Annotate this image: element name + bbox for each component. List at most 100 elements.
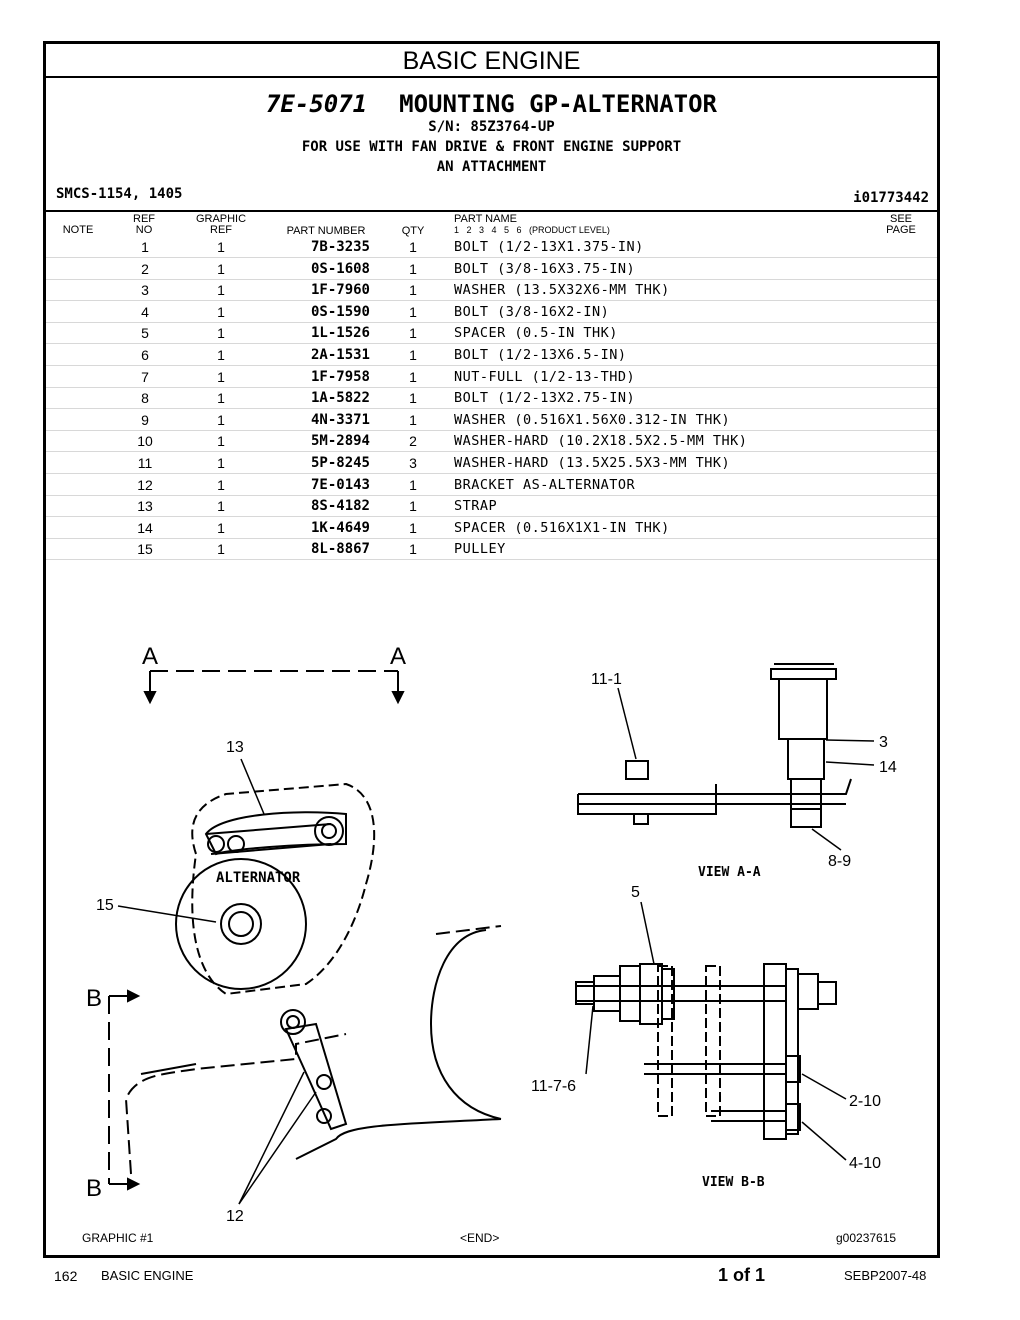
part-number: 8S-4182: [310, 498, 370, 515]
page-of: 1 of 1: [718, 1265, 766, 1285]
col-ref-2: NO: [135, 224, 153, 236]
quantity: 1: [409, 498, 417, 515]
part-name: STRAP: [454, 498, 498, 515]
view-b-b-label: VIEW B-B: [702, 1175, 765, 1190]
callout-4-10: 4-10: [849, 1155, 881, 1172]
ref-no: 14: [137, 519, 153, 536]
page-number: 162: [54, 1268, 78, 1284]
callout-13: 13: [226, 739, 244, 756]
graphic-ref: 1: [217, 325, 225, 342]
graphic-ref: 1: [217, 347, 225, 363]
quantity: 1: [409, 476, 417, 493]
section-a-label-right: A: [390, 643, 406, 670]
section-a-label-left: A: [142, 643, 158, 670]
serial-range: S/N: 85Z3764-UP: [428, 119, 555, 135]
callout-15: 15: [96, 897, 114, 914]
quantity: 1: [409, 390, 417, 407]
quantity: 1: [409, 325, 417, 342]
part-number: 0S-1608: [310, 260, 370, 277]
part-name: NUT-FULL (1/2-13-THD): [454, 368, 636, 385]
parts-illustration: A A B B: [86, 643, 897, 1225]
callout-3: 3: [879, 734, 888, 751]
col-qty: QTY: [401, 225, 425, 237]
part-number: 1F-7958: [310, 368, 370, 385]
graphic-ref: 1: [217, 239, 225, 255]
smcs-codes: SMCS-1154, 1405: [56, 186, 183, 202]
ref-no: 12: [137, 476, 153, 493]
col-graphic-1: GRAPHIC: [195, 213, 247, 225]
view-b-b-drawing: [575, 963, 837, 1140]
graphic-ref: 1: [217, 303, 225, 320]
alternator-label: ALTERNATOR: [216, 870, 301, 886]
quantity: 1: [409, 519, 417, 536]
part-name: BOLT (1/2-13X6.5-IN): [454, 347, 627, 363]
part-name: WASHER-HARD (13.5X25.5X3-MM THK): [454, 455, 731, 471]
part-number: 1F-7960: [310, 282, 370, 299]
quantity: 3: [409, 455, 417, 471]
section-title: BASIC ENGINE: [46, 44, 937, 78]
part-name: BRACKET AS-ALTERNATOR: [454, 476, 636, 493]
part-name: BOLT (3/8-16X3.75-IN): [454, 260, 636, 277]
callout-8-9: 8-9: [828, 853, 851, 870]
end-marker: <END>: [460, 1231, 500, 1245]
callout-2-10: 2-10: [849, 1093, 881, 1110]
ref-no: 6: [141, 347, 149, 363]
ref-no: 4: [141, 303, 149, 320]
col-graphic-2: REF: [210, 224, 232, 236]
graphic-ref: 1: [217, 282, 225, 299]
section-b-marker: B B: [86, 985, 141, 1202]
alternator-assembly: [124, 782, 502, 1175]
callout-11-1: 11-1: [591, 671, 622, 688]
graphic-ref: 1: [217, 390, 225, 407]
ref-no: 2: [141, 260, 149, 277]
col-see-1: SEE: [889, 213, 912, 225]
footer-section: BASIC ENGINE: [101, 1268, 194, 1283]
col-ref-1: REF: [133, 213, 155, 225]
part-name: PULLEY: [454, 541, 506, 558]
callout-12: 12: [226, 1208, 244, 1225]
part-number: 2A-1531: [310, 347, 370, 363]
ref-no: 10: [137, 433, 153, 450]
part-number: 4N-3371: [310, 411, 370, 428]
doc-id: SEBP2007-48: [844, 1268, 927, 1283]
part-number: 7E-0143: [310, 476, 370, 493]
ref-no: 9: [141, 411, 149, 428]
part-number: 5M-2894: [310, 433, 370, 450]
section-a-marker: A A: [142, 643, 406, 705]
part-name: BOLT (1/2-13X1.375-IN): [454, 239, 644, 255]
part-name: BOLT (3/8-16X2-IN): [454, 303, 610, 320]
col-part-name: PART NAME: [454, 213, 517, 225]
pulley-outer: [175, 858, 307, 990]
graphic-ref: 1: [217, 519, 225, 536]
part-name: WASHER (0.516X1.56X0.312-IN THK): [454, 411, 731, 428]
graphic-ref: 1: [217, 541, 225, 558]
part-name: SPACER (0.516X1X1-IN THK): [454, 519, 670, 536]
quantity: 1: [409, 260, 417, 277]
callout-5: 5: [631, 884, 640, 901]
quantity: 2: [409, 433, 417, 450]
part-number: 0S-1590: [310, 303, 370, 320]
graphic-caption: GRAPHIC #1: [82, 1231, 154, 1245]
graphic-ref: 1: [217, 498, 225, 515]
col-product-level: 1 2 3 4 5 6 (PRODUCT LEVEL): [454, 225, 610, 235]
graphic-ref: 1: [217, 368, 225, 385]
ref-no: 7: [141, 368, 149, 385]
section-b-label-top: B: [86, 985, 102, 1012]
view-a-a-label: VIEW A-A: [698, 865, 761, 880]
part-number: 1L-1526: [310, 325, 370, 342]
part-name: WASHER-HARD (10.2X18.5X2.5-MM THK): [454, 433, 748, 450]
bracket-12: [284, 1022, 348, 1131]
